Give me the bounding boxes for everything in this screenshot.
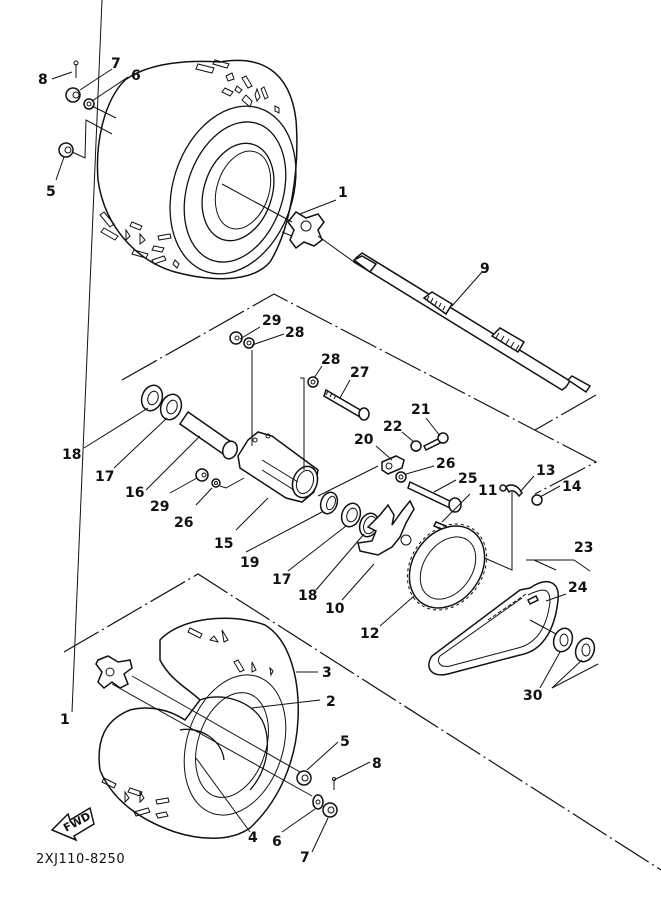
callout-5: 5	[340, 734, 350, 750]
callout-20: 20	[354, 432, 374, 448]
callout-26: 26	[436, 456, 455, 472]
callout-24: 24	[568, 580, 588, 596]
callout-labels: 8 7 6 5 1 9 29 28 28 27 21 22 20 26 25 1…	[38, 56, 593, 866]
callout-7: 7	[300, 850, 310, 866]
nut-icon	[58, 142, 74, 158]
callout-17: 17	[272, 572, 291, 588]
axis-bottom-b	[111, 683, 313, 797]
callout-6: 6	[272, 834, 282, 850]
callout-29: 29	[262, 313, 281, 329]
callout-5: 5	[46, 184, 56, 200]
callout-8: 8	[372, 756, 382, 772]
hardware-bottom-right	[296, 770, 338, 818]
callout-11: 11	[478, 483, 497, 499]
leader-lines	[51, 0, 599, 853]
lower-assembly-outline	[63, 573, 661, 871]
callout-2: 2	[326, 694, 336, 710]
callout-19: 19	[240, 555, 259, 571]
callout-13: 13	[536, 463, 555, 479]
callout-30: 30	[523, 688, 543, 704]
callout-28: 28	[285, 325, 304, 341]
callout-22: 22	[383, 419, 402, 435]
axis-bottom-a	[131, 675, 301, 773]
callout-6: 6	[131, 68, 141, 84]
bearing-18-left	[140, 384, 164, 412]
drawing-code: 2XJ110-8250	[36, 852, 125, 867]
callout-3: 3	[322, 665, 332, 681]
forward-direction-arrow: FWD	[50, 806, 95, 842]
callout-1: 1	[60, 712, 70, 728]
chain-joint-24	[526, 594, 540, 606]
leader-9	[451, 271, 483, 307]
callout-29: 29	[150, 499, 169, 515]
callout-18: 18	[298, 588, 317, 604]
bolt-25	[407, 480, 462, 513]
clip-13-nut-14	[479, 484, 543, 571]
callout-10: 10	[325, 601, 345, 617]
hub-assembly-outline	[121, 293, 598, 495]
callout-17: 17	[95, 469, 114, 485]
spacer-tube-16	[178, 410, 239, 460]
callout-8: 8	[38, 72, 48, 88]
axis-hub-to-axle	[317, 235, 355, 263]
callout-27: 27	[350, 365, 369, 381]
callout-15: 15	[214, 536, 233, 552]
hardware-top-left	[58, 60, 117, 159]
callout-7: 7	[111, 56, 121, 72]
adjuster-20-21-22	[381, 432, 449, 483]
callout-1: 1	[338, 185, 348, 201]
callout-18: 18	[62, 447, 81, 463]
bearing-17-right	[340, 502, 362, 528]
rear-axle-part-9	[352, 252, 592, 394]
top-wheel-tire	[96, 59, 298, 280]
axle-housing-15	[237, 431, 319, 503]
callout-9: 9	[480, 261, 490, 277]
callout-23: 23	[574, 540, 593, 556]
bearing-17-left	[159, 393, 183, 421]
callout-21: 21	[411, 402, 430, 418]
callout-28: 28	[321, 352, 340, 368]
bolt-27	[323, 388, 370, 421]
seal-19	[319, 491, 339, 515]
wheel-hub-part-1-top	[281, 211, 325, 250]
drive-chain-23	[428, 581, 559, 676]
callout-4: 4	[248, 830, 258, 846]
leader-hub-to-tire	[221, 183, 293, 223]
bottom-wheel-rim	[98, 617, 299, 839]
hub-assembly-outline-lower	[534, 394, 597, 431]
axis-hub-mid	[317, 465, 379, 497]
callout-26: 26	[174, 515, 193, 531]
callout-12: 12	[360, 626, 379, 642]
callout-14: 14	[562, 479, 582, 495]
callout-16: 16	[125, 485, 144, 501]
wheel-hub-part-1-bottom	[95, 655, 133, 689]
sprocket-12	[406, 523, 488, 611]
washer-icon	[83, 98, 95, 110]
sprocket-hub-10	[357, 499, 415, 556]
callout-25: 25	[458, 471, 477, 487]
small-hardware-mid	[195, 331, 319, 489]
